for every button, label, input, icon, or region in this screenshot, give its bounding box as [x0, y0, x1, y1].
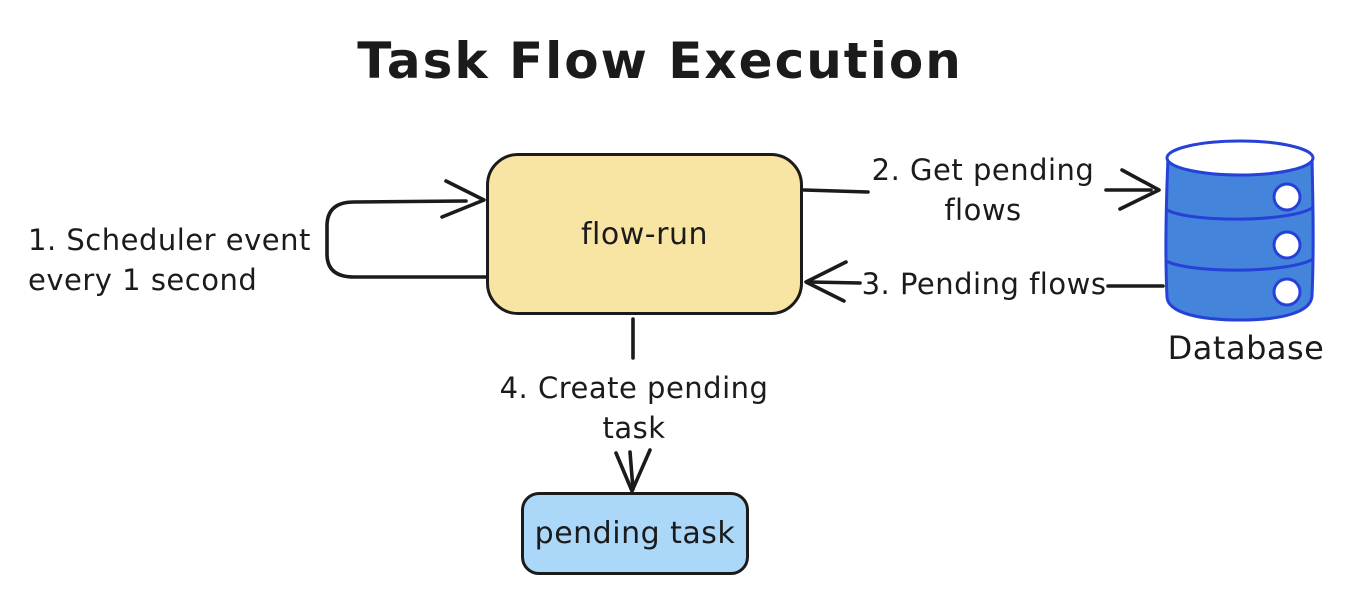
self-loop-arrow — [325, 179, 489, 279]
database-label: Database — [1167, 329, 1325, 367]
pending-flows-arrow — [804, 260, 1165, 303]
arrowhead-right-icon — [1118, 168, 1161, 211]
flow-run-node: flow-run — [486, 153, 803, 315]
scheduler-event-label: 1. Scheduler event every 1 second — [28, 223, 311, 297]
create-task-arrow — [614, 317, 652, 493]
arrowhead-right-icon — [440, 179, 486, 219]
pending-flows-label: 3. Pending flows — [861, 267, 1107, 301]
database-icon — [1164, 139, 1315, 322]
arrowhead-left-icon — [804, 260, 848, 303]
diagram-title: Task Flow Execution — [357, 32, 963, 90]
arrowhead-down-icon — [614, 448, 652, 493]
get-pending-flows-arrow — [802, 168, 1161, 211]
get-pending-flows-label: 2. Get pending flows — [871, 153, 1095, 227]
flow-run-label: flow-run — [581, 216, 708, 252]
pending-task-label: pending task — [534, 516, 736, 551]
create-pending-task-label: 4. Create pending task — [499, 371, 769, 445]
pending-task-node: pending task — [521, 492, 749, 575]
